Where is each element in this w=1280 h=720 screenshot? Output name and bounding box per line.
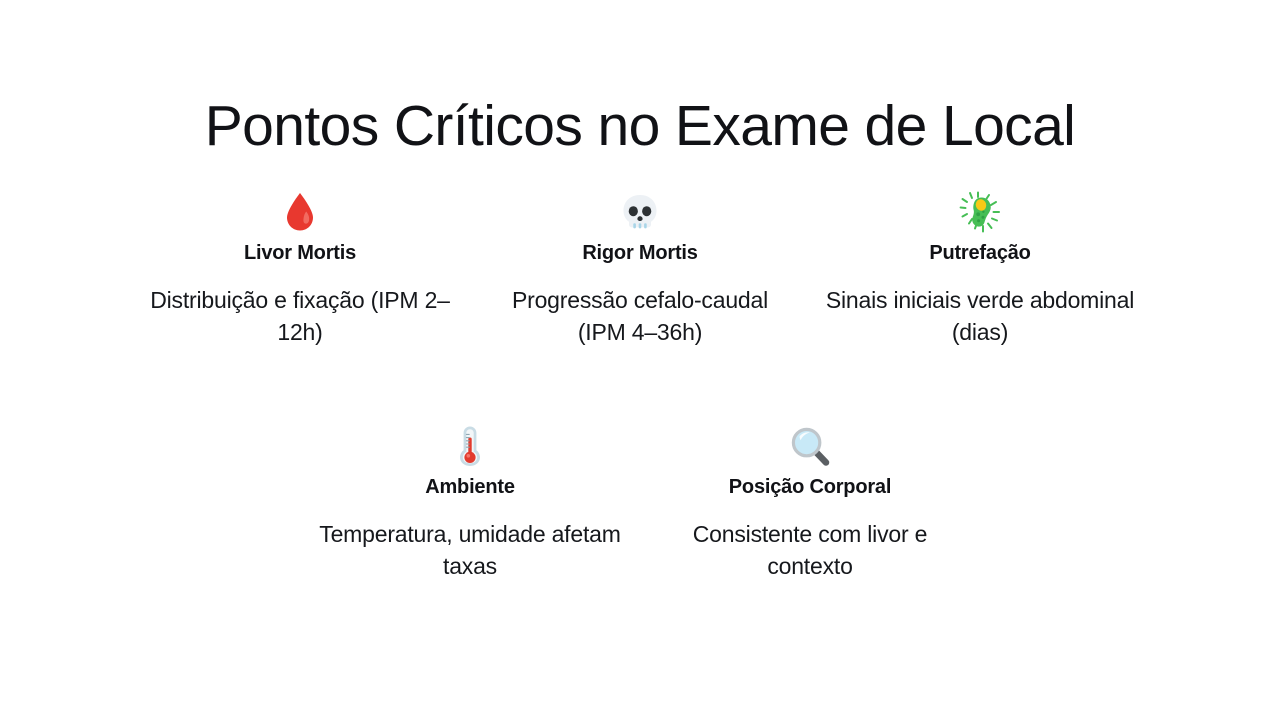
blood-drop-icon [278,190,322,234]
card-title: Ambiente [425,476,515,498]
card-description: Temperatura, umidade afetam taxas [319,521,621,579]
magnifying-glass-icon [788,424,832,468]
card-description: Progressão cefalo-caudal (IPM 4–36h) [511,287,769,345]
card-title: Posição Corporal [728,476,892,498]
card-title: Livor Mortis [243,242,357,264]
card-rigor-mortis: Rigor Mortis Progressão cefalo-caudal (I… [470,190,810,348]
card-posicao-corporal: Posição Corporal Consistente com livor e… [640,424,980,582]
card-description: Sinais iniciais verde abdominal (dias) [825,287,1135,345]
card-title: Putrefação [929,242,1031,264]
card-description: Distribuição e fixação (IPM 2–12h) [150,287,450,345]
card-description: Consistente com livor e contexto [692,521,928,579]
microbe-icon [958,190,1002,234]
thermometer-icon [448,424,492,468]
skull-icon [618,190,662,234]
card-ambiente: Ambiente Temperatura, umidade afetam tax… [300,424,640,582]
page-title: Pontos Críticos no Exame de Local [204,94,1076,159]
bottom-row: Ambiente Temperatura, umidade afetam tax… [0,424,1280,582]
card-livor-mortis: Livor Mortis Distribuição e fixação (IPM… [130,190,470,348]
top-row: Livor Mortis Distribuição e fixação (IPM… [0,190,1280,348]
card-title: Rigor Mortis [582,242,698,264]
card-putrefacao: Putrefação Sinais iniciais verde abdomin… [810,190,1150,348]
